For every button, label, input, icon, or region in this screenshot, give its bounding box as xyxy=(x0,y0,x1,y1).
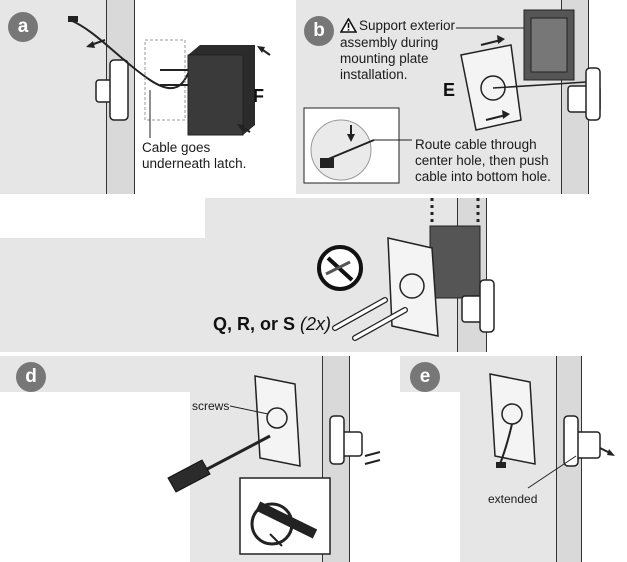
step-a-badge: a xyxy=(8,12,38,42)
route-line1: Route cable through xyxy=(415,137,537,152)
screws-label: screws xyxy=(192,399,230,413)
wall-face xyxy=(348,356,396,562)
cable-caption-line2: underneath latch. xyxy=(142,156,247,171)
step-d-illustration xyxy=(167,375,381,555)
extended-label: extended xyxy=(488,492,538,506)
blank-area xyxy=(400,392,460,562)
step-e-panel: e extended xyxy=(400,356,627,562)
no-tool-icon xyxy=(317,245,363,291)
step-c-panel: Q, R, or S (2x) xyxy=(0,198,627,352)
step-c-illustration xyxy=(317,198,495,341)
route-line3: cable into bottom hole. xyxy=(415,169,551,184)
wall-face xyxy=(578,356,627,562)
parts-main: Q, R, or S xyxy=(213,314,296,334)
warning-line4: installation. xyxy=(340,67,408,82)
warning-line3: mounting plate xyxy=(340,51,429,66)
step-d-badge: d xyxy=(16,362,46,392)
step-a-panel: a F Cable goes underneath latch. xyxy=(0,0,291,194)
blank-area xyxy=(0,392,190,562)
cable-caption-line1: Cable goes xyxy=(142,140,211,155)
step-b-panel: b Support exterior assembly during mount… xyxy=(296,0,627,194)
screw-1 xyxy=(332,297,388,331)
step-e-badge: e xyxy=(410,362,440,392)
step-e-illustration xyxy=(489,373,615,489)
parts-qty: (2x) xyxy=(300,314,332,334)
warning-icon xyxy=(340,18,357,33)
parts-label: Q, R, or S (2x) xyxy=(213,314,331,335)
step-b-illustration xyxy=(303,9,601,184)
route-line2: center hole, then push xyxy=(415,153,549,168)
arrow-icon xyxy=(607,449,615,456)
part-e-label: E xyxy=(443,80,456,100)
part-f-label: F xyxy=(253,86,264,106)
screw-2 xyxy=(352,307,408,341)
step-d-panel: d screws xyxy=(0,356,396,562)
step-b-badge: b xyxy=(304,16,334,46)
warning-line2: assembly during xyxy=(340,35,439,50)
step-a-illustration xyxy=(68,16,271,138)
warning-line1: Support exterior xyxy=(359,18,456,33)
blank-area xyxy=(0,198,205,238)
